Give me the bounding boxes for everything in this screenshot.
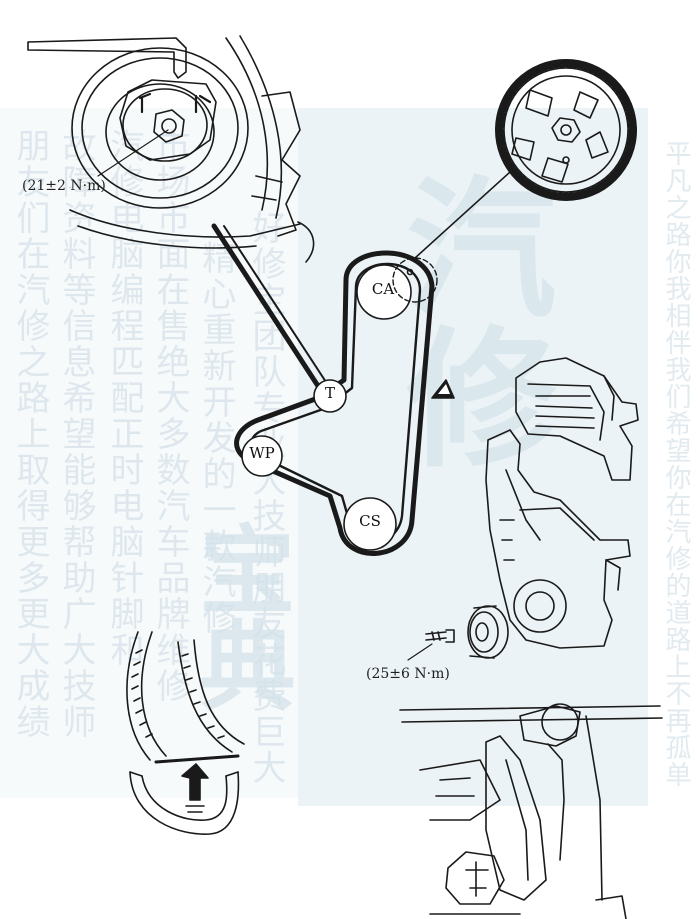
sprocket-label-crank: CS <box>359 512 381 530</box>
cam-sprocket-detail <box>495 59 637 201</box>
sprocket-circles <box>241 171 511 551</box>
rotation-arrow <box>431 379 455 399</box>
engine-mount-detail <box>399 703 663 919</box>
bolt-torque-label: (25±6 N·m) <box>366 666 450 682</box>
watermark-text-col4: 市场市面在售绝大多数汽车品牌维修 <box>150 128 190 704</box>
watermark-text-col1: 朋友们在汽修之路上取得更多更大成绩 <box>10 128 50 740</box>
sprocket-label-water-pump: WP <box>249 444 275 462</box>
watermark-mid-logo: 宝典 <box>183 520 295 712</box>
sprocket-label-cam: CA <box>371 280 395 298</box>
watermark-text-col3: 汽修电脑编程匹配正时电脑针脚和 <box>104 128 144 668</box>
watermark-text-col5: 精心重新开发的一款汽修 <box>196 240 236 636</box>
tensioner-assembly <box>27 35 315 263</box>
timing-covers <box>407 357 639 661</box>
belt-closeup <box>126 631 245 835</box>
watermark-text-right: 平凡之路你我相伴我们希望你在汽修的道路上不再孤单 <box>661 140 691 788</box>
tensioner-torque-label: (21±2 N·m) <box>22 178 106 194</box>
sprocket-label-tensioner: T <box>324 384 335 402</box>
